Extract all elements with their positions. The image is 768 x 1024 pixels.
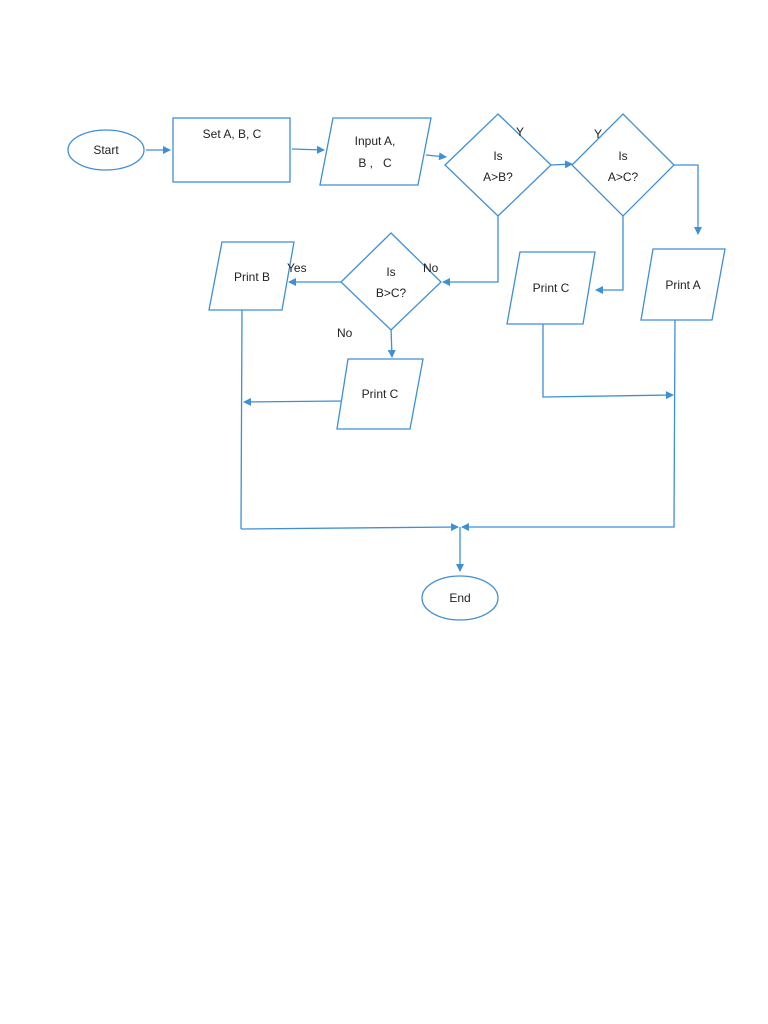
node-start: Start <box>67 129 145 171</box>
edge-label-bc-yes: Yes <box>287 261 307 275</box>
line-print-b-down <box>240 308 243 530</box>
print-c-left-parallelogram <box>336 358 424 430</box>
decision-ac-diamond <box>571 113 675 217</box>
start-terminal <box>67 129 145 171</box>
node-input-abc: Input A, B , C <box>319 117 432 186</box>
print-b-parallelogram <box>208 241 295 311</box>
arrow-print-a-to-merge <box>461 317 676 531</box>
node-decision-ab: Is A>B? <box>444 113 552 217</box>
node-decision-ac: Is A>C? <box>571 113 675 217</box>
decision-ac-label-line2: A>C? <box>608 170 639 184</box>
connectors <box>146 145 702 572</box>
input-abc-parallelogram <box>319 117 432 186</box>
end-terminal <box>421 575 499 621</box>
arrow-print-c-right-to-line <box>542 324 674 400</box>
arrow-decision-ac-no-to-print-c-right <box>595 216 624 294</box>
decision-bc-label-line2: B>C? <box>376 286 407 300</box>
decision-ac-label-line1: Is <box>618 149 627 163</box>
arrow-left-to-merge <box>240 523 459 532</box>
print-c-left-label: Print C <box>362 387 399 401</box>
arrow-decision-ac-yes-to-print-a <box>674 164 702 235</box>
edge-label-ab-yes: Y <box>516 125 524 139</box>
node-decision-bc: Is B>C? <box>340 232 442 331</box>
node-print-b: Print B <box>208 241 295 311</box>
decision-ab-label-line2: A>B? <box>483 170 513 184</box>
print-b-label: Print B <box>234 270 270 284</box>
decision-bc-diamond <box>340 232 442 331</box>
arrow-decision-bc-no-to-print-c-left <box>387 327 396 358</box>
decision-bc-label-line1: Is <box>386 265 395 279</box>
edge-label-ab-no: No <box>423 261 439 275</box>
node-end: End <box>421 575 499 621</box>
print-a-parallelogram <box>640 248 726 321</box>
decision-ab-label-line1: Is <box>493 149 502 163</box>
edge-label-ac-yes: Y <box>594 127 602 141</box>
arrow-decision-ab-yes-to-decision-ac <box>550 160 573 169</box>
decision-ab-diamond <box>444 113 552 217</box>
node-print-a: Print A <box>640 248 726 321</box>
end-label: End <box>449 591 470 605</box>
input-abc-label-line1: Input A, <box>355 134 396 148</box>
print-a-label: Print A <box>665 278 700 292</box>
node-set-abc: Set A, B, C <box>172 117 291 183</box>
print-c-right-label: Print C <box>533 281 570 295</box>
set-abc-label: Set A, B, C <box>203 127 262 141</box>
node-print-c-right: Print C <box>506 251 596 325</box>
input-abc-label-line2: B , C <box>358 156 392 170</box>
arrow-set-to-input <box>291 145 325 154</box>
arrow-input-to-decision-ab <box>425 152 447 161</box>
start-label: Start <box>93 143 119 157</box>
node-print-c-left: Print C <box>336 358 424 430</box>
arrow-print-c-left-to-line <box>243 397 344 406</box>
print-c-right-parallelogram <box>506 251 596 325</box>
arrow-decision-ab-no-to-decision-bc <box>442 216 499 286</box>
edge-label-bc-no: No <box>337 326 353 340</box>
edge-labels: Y Y Yes No No <box>287 125 602 340</box>
set-abc-process-box <box>172 117 291 183</box>
